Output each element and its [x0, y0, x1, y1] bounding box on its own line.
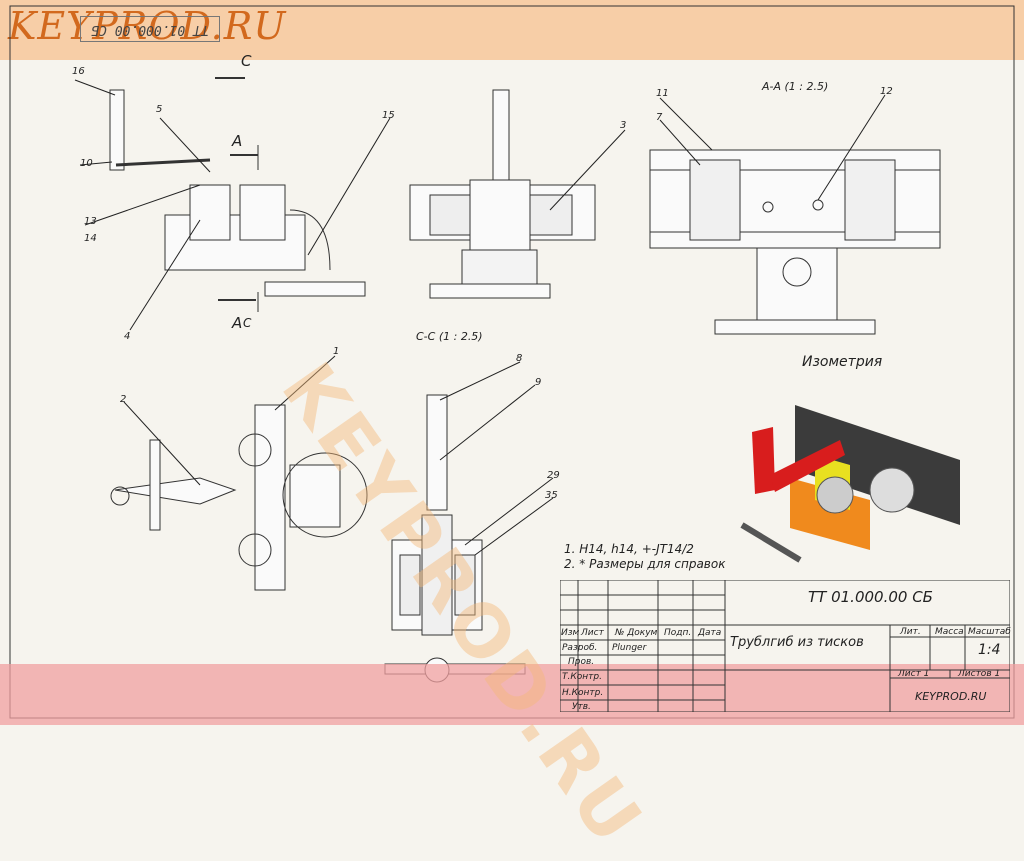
- row-utv: Утв.: [572, 702, 591, 712]
- row-tkontr: Т.Контр.: [562, 672, 602, 682]
- callout-14: 14: [84, 233, 97, 244]
- razrab-name: Plunger: [612, 643, 647, 653]
- callout-3: 3: [620, 120, 627, 131]
- col-sign: Подп.: [664, 628, 692, 638]
- callout-7: 7: [656, 112, 663, 123]
- section-cc-title: С-С (1 : 2.5): [416, 330, 483, 343]
- callout-29: 29: [547, 470, 560, 481]
- technical-note-1: 1. H14, h14, +-JT14/2: [564, 542, 694, 556]
- callout-9: 9: [535, 377, 542, 388]
- lit-label: Лит.: [900, 627, 921, 637]
- callout-15: 15: [382, 110, 395, 121]
- callout-16: 16: [72, 66, 85, 77]
- drawing-title: Трублгиб из тисков: [730, 635, 864, 650]
- row-prov: Пров.: [568, 657, 595, 667]
- section-marker-a-top: A: [232, 132, 243, 150]
- callout-8: 8: [516, 353, 523, 364]
- section-marker-c-bottom: C: [243, 316, 252, 330]
- callout-10: 10: [80, 158, 93, 169]
- row-nkontr: Н.Контр.: [562, 688, 604, 698]
- callout-4: 4: [124, 331, 131, 342]
- callout-2: 2: [120, 394, 127, 405]
- section-marker-a-bottom: A: [232, 314, 243, 332]
- top-view: [110, 404, 368, 591]
- row-razrab: Разроб.: [562, 643, 598, 653]
- company-name: KEYPROD.RU: [915, 690, 987, 703]
- col-doc: № Докум: [615, 628, 658, 638]
- section-marker-c-top: C: [241, 52, 252, 70]
- site-logo: KEYPROD.RU: [8, 4, 287, 48]
- technical-note-2: 2. * Размеры для справок: [564, 557, 726, 571]
- isometric-title: Изометрия: [802, 354, 883, 370]
- callout-5: 5: [156, 104, 163, 115]
- section-aa-title: А-А (1 : 2.5): [762, 80, 829, 93]
- col-date: Дата: [698, 628, 722, 638]
- isometric-render: [740, 405, 960, 563]
- title-block: TT 01.000.00 CБ Изм Лист № Докум Подп. Д…: [560, 580, 1011, 712]
- side-view: [384, 394, 526, 683]
- callout-12: 12: [880, 86, 893, 97]
- col-izm: Изм: [561, 628, 580, 638]
- bottom-band: [0, 664, 1024, 725]
- callout-35: 35: [545, 490, 558, 501]
- callout-11: 11: [656, 88, 669, 99]
- sheets-total: Листов 1: [958, 669, 1001, 679]
- masshtab-label: Масштаб: [968, 627, 1011, 637]
- top-band: [0, 0, 1024, 60]
- scale-value: 1:4: [978, 642, 1001, 658]
- front-view: [109, 77, 366, 312]
- callout-1: 1: [333, 346, 340, 357]
- section-cc-view: [409, 89, 596, 299]
- callout-13: 13: [84, 216, 97, 227]
- col-list: Лист: [581, 628, 604, 638]
- drawing-views: [9, 5, 1015, 719]
- sheet-number: Лист 1: [898, 669, 930, 679]
- designation: TT 01.000.00 CБ: [808, 588, 933, 606]
- section-aa-view: [649, 149, 941, 335]
- massa-label: Масса: [935, 627, 964, 637]
- title-block-grid: [560, 580, 1010, 712]
